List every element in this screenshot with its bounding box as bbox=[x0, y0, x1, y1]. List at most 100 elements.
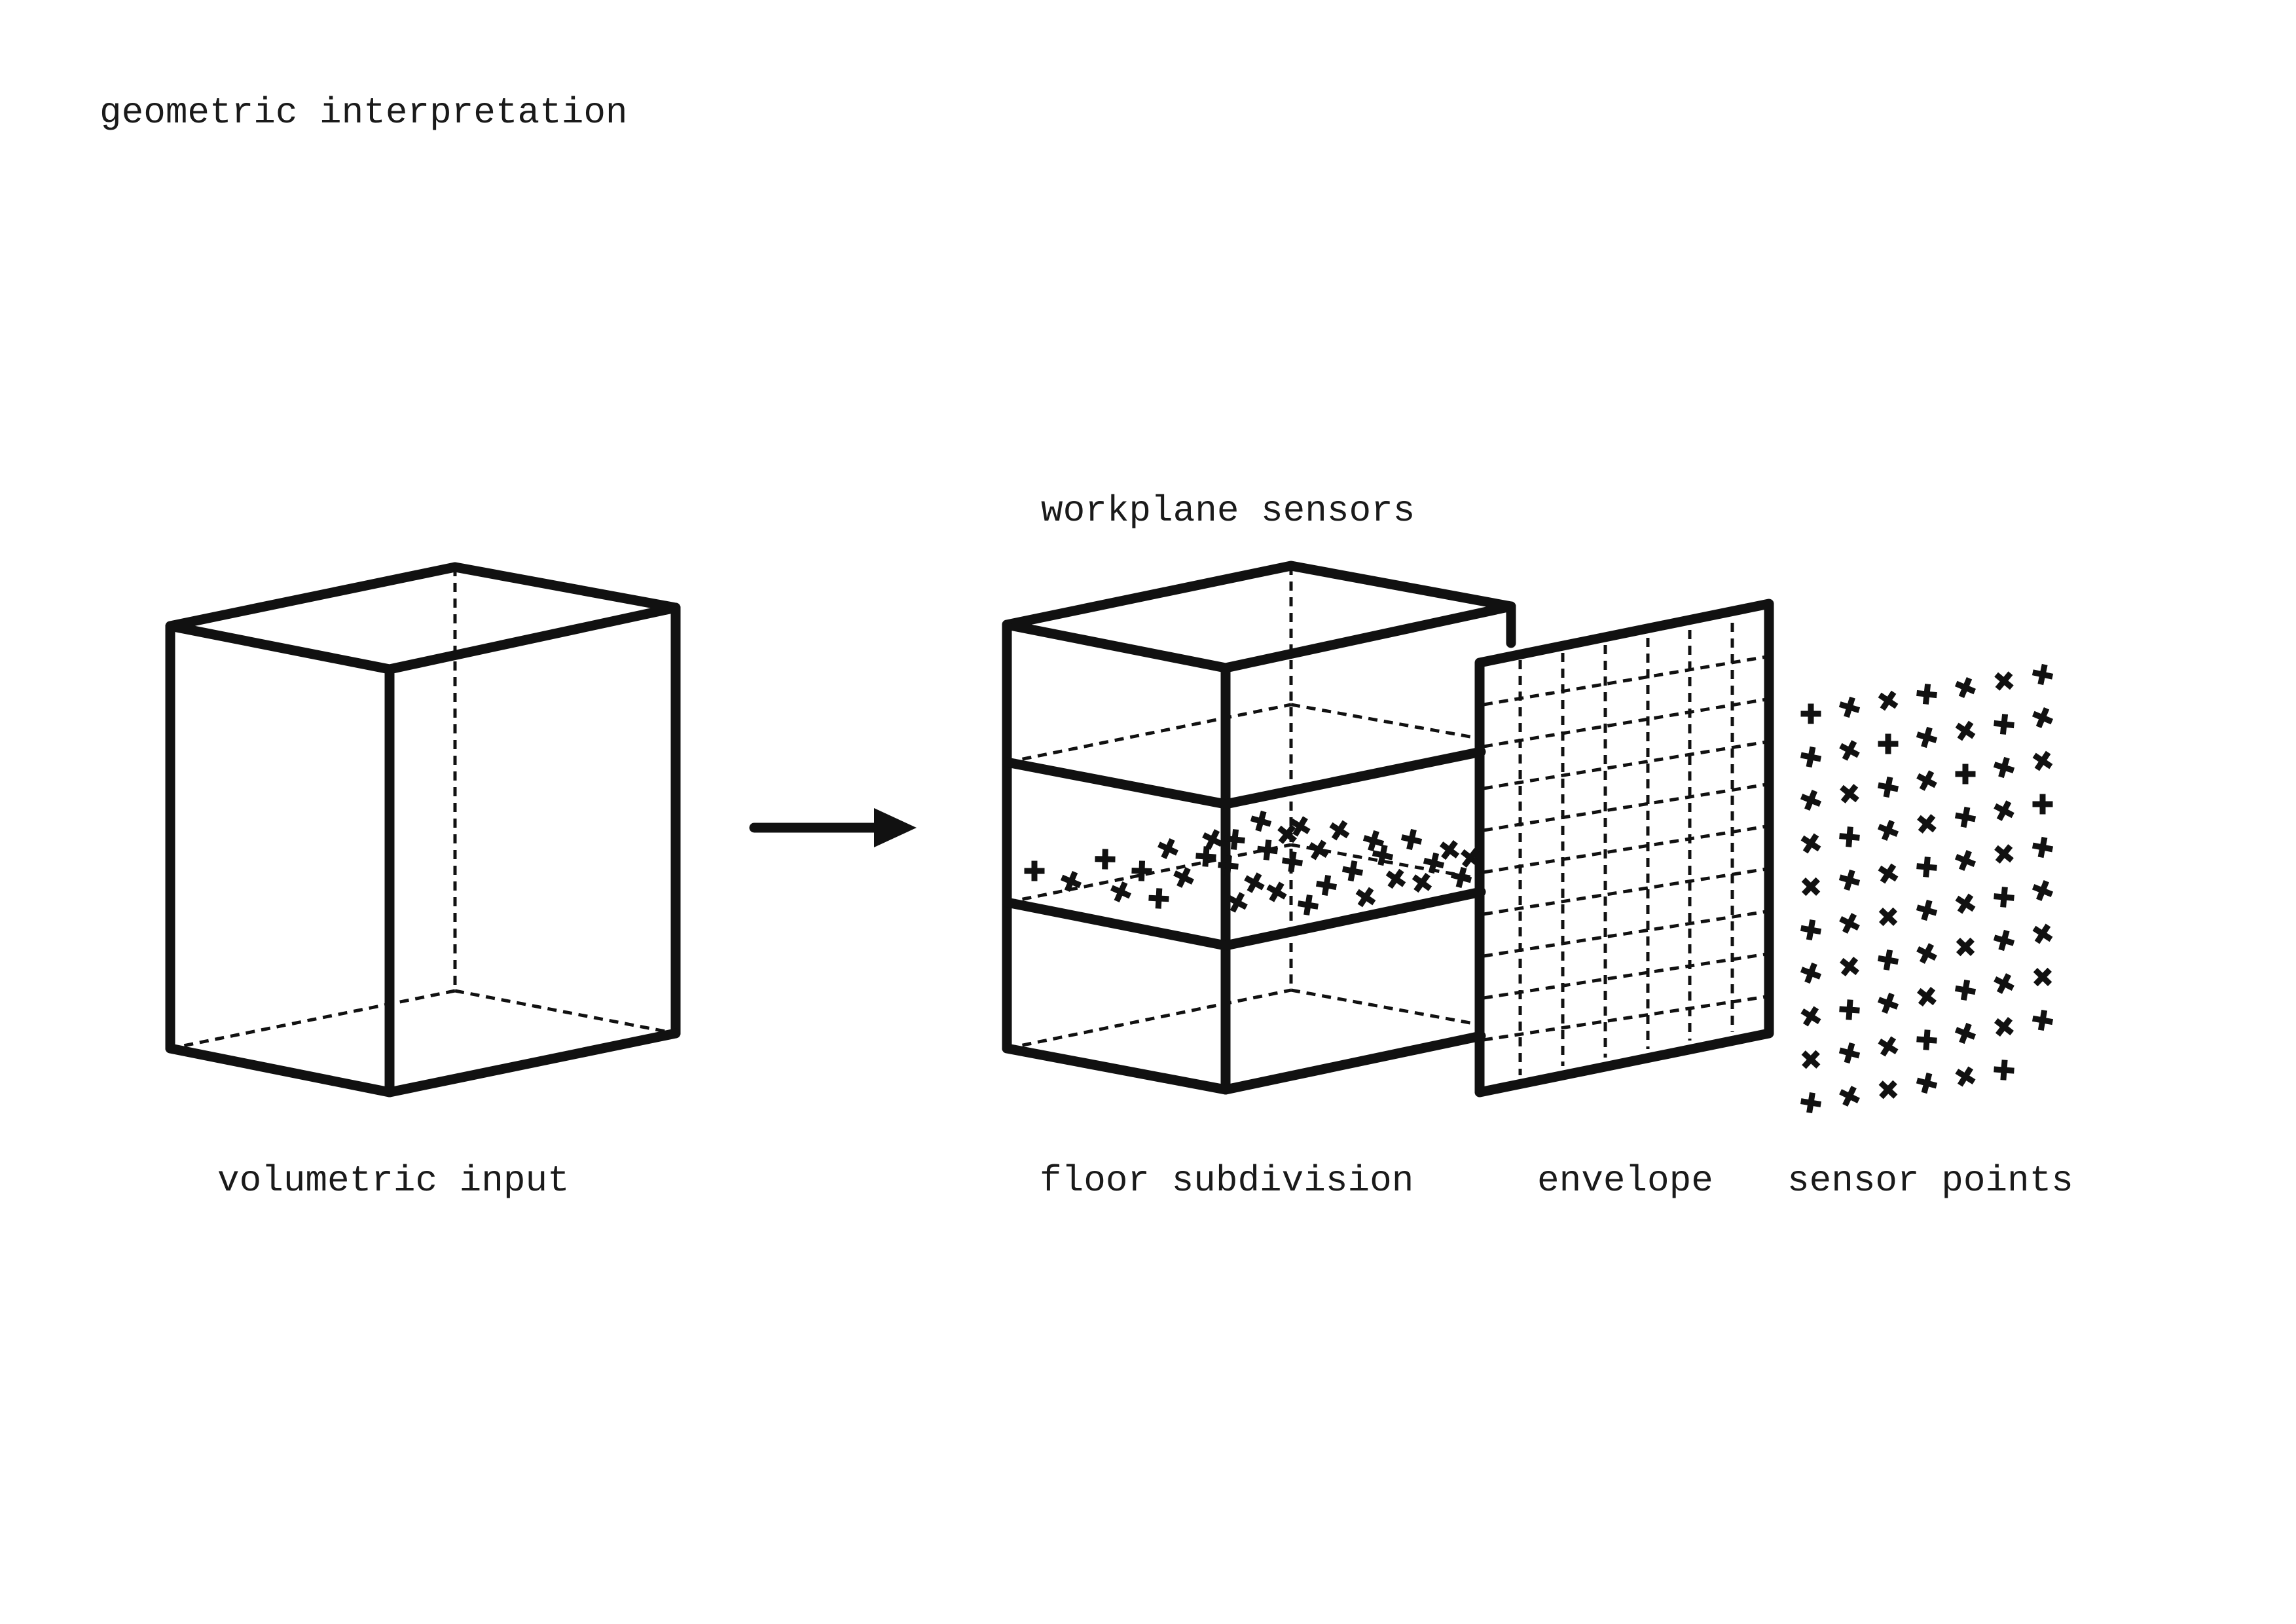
sensor-marker-icon bbox=[1919, 1032, 1934, 1047]
sensor-marker-icon bbox=[1917, 771, 1937, 790]
sensor-marker-icon bbox=[1802, 964, 1820, 982]
sensor-marker-icon bbox=[1203, 830, 1222, 849]
sensor-marker-icon bbox=[1994, 974, 2014, 993]
sensor-marker-icon bbox=[1956, 678, 1975, 697]
sensor-marker-icon bbox=[1412, 873, 1432, 893]
sensor-marker-icon bbox=[1840, 913, 1859, 933]
sensor-marker-icon bbox=[1318, 877, 1334, 893]
sensor-marker-icon bbox=[1098, 852, 1112, 866]
sensor-marker-icon bbox=[1955, 936, 1975, 957]
envelope-panel bbox=[1474, 599, 1774, 1098]
sensor-marker-icon bbox=[1880, 951, 1896, 968]
sensor-marker-icon bbox=[1994, 1017, 2014, 1037]
workplane-sensor-cloud bbox=[1027, 812, 1480, 913]
sensor-marker-icon bbox=[1840, 957, 1860, 977]
sensor-marker-icon bbox=[1995, 931, 2013, 949]
arrow-right-icon bbox=[749, 808, 917, 847]
sensor-marker-icon bbox=[1842, 829, 1857, 845]
sensor-marker-icon bbox=[1840, 741, 1859, 760]
sensor-marker-icon bbox=[1252, 812, 1269, 830]
sensor-marker-icon bbox=[1956, 894, 1975, 913]
sensor-marker-icon bbox=[1996, 716, 2012, 732]
volumetric-input-box bbox=[165, 562, 681, 1098]
sensor-marker-icon bbox=[2034, 666, 2051, 683]
sensor-marker-icon bbox=[1840, 871, 1858, 889]
sensor-marker-icon bbox=[2032, 967, 2052, 987]
sensor-marker-icon bbox=[1364, 832, 1382, 849]
sensor-marker-icon bbox=[1881, 737, 1895, 751]
sensor-marker-icon bbox=[1956, 1024, 1975, 1043]
sensor-marker-icon bbox=[1878, 906, 1898, 927]
sensor-marker-icon bbox=[1956, 721, 1976, 741]
sensor-marker-icon bbox=[1956, 851, 1975, 870]
sensor-marker-icon bbox=[1801, 1006, 1821, 1026]
sensor-marker-icon bbox=[1330, 821, 1349, 840]
sensor-marker-icon bbox=[1344, 862, 1361, 879]
sensor-marker-icon bbox=[1917, 814, 1937, 834]
sensor-marker-icon bbox=[1878, 864, 1898, 883]
label-workplane-sensors: workplane sensors bbox=[1041, 490, 1415, 532]
sensor-marker-icon bbox=[1802, 791, 1821, 810]
sensor-marker-icon bbox=[1880, 779, 1897, 796]
sensor-marker-icon bbox=[1174, 868, 1193, 887]
sensor-marker-icon bbox=[1956, 1067, 1975, 1086]
sensor-marker-icon bbox=[1403, 831, 1420, 848]
sensor-marker-icon bbox=[1841, 1044, 1859, 1062]
sensor-marker-icon bbox=[1285, 854, 1301, 870]
floor-subdivision-box bbox=[1002, 561, 1516, 1095]
sensor-marker-icon bbox=[1260, 842, 1276, 858]
sensor-marker-icon bbox=[1453, 869, 1470, 887]
sensor-marker-icon bbox=[1919, 859, 1935, 875]
sensor-marker-icon bbox=[1245, 873, 1264, 893]
sensor-marker-icon bbox=[1111, 882, 1130, 901]
sensor-marker-icon bbox=[1425, 855, 1443, 872]
sensor-marker-icon bbox=[2034, 839, 2051, 856]
sensor-marker-icon bbox=[2033, 751, 2053, 771]
sensor-marker-icon bbox=[2033, 709, 2052, 728]
sensor-marker-icon bbox=[2035, 797, 2050, 811]
sensor-marker-icon bbox=[1267, 882, 1286, 902]
sensor-marker-icon bbox=[1918, 728, 1935, 746]
sensor-marker-icon bbox=[1996, 889, 2012, 905]
sensor-marker-icon bbox=[1158, 839, 1177, 858]
diagram-title: geometric interpretation bbox=[100, 92, 628, 134]
sensor-marker-icon bbox=[1957, 809, 1974, 826]
sensor-marker-icon bbox=[1356, 887, 1376, 908]
sensor-marker-icon bbox=[1957, 982, 1973, 998]
sensor-marker-icon bbox=[1918, 901, 1935, 919]
sensor-marker-icon bbox=[1800, 1049, 1821, 1069]
sensor-points-grid bbox=[1800, 666, 2052, 1111]
sensor-marker-icon bbox=[1802, 748, 1819, 766]
sensor-marker-icon bbox=[1996, 1062, 2011, 1077]
sensor-marker-icon bbox=[1840, 784, 1860, 804]
sensor-marker-icon bbox=[1027, 864, 1042, 878]
sensor-marker-icon bbox=[1842, 1002, 1857, 1017]
sensor-marker-icon bbox=[1878, 1037, 1898, 1056]
sensor-marker-icon bbox=[1917, 987, 1937, 1007]
sensor-marker-icon bbox=[1801, 834, 1821, 853]
sensor-marker-icon bbox=[1879, 821, 1898, 840]
sensor-marker-icon bbox=[2033, 924, 2052, 944]
sensor-marker-icon bbox=[1919, 686, 1935, 702]
label-floor-subdivision: floor subdivision bbox=[1040, 1160, 1414, 1202]
sensor-marker-icon bbox=[1879, 994, 1897, 1012]
sensor-marker-icon bbox=[1802, 921, 1819, 938]
sensor-marker-icon bbox=[1062, 872, 1081, 891]
sensor-marker-icon bbox=[2033, 881, 2052, 900]
sensor-marker-icon bbox=[1300, 896, 1316, 913]
sensor-marker-icon bbox=[1800, 876, 1821, 896]
sensor-marker-icon bbox=[1994, 844, 2014, 864]
sensor-marker-icon bbox=[1994, 801, 2014, 821]
sensor-marker-icon bbox=[2034, 1012, 2050, 1028]
label-envelope: envelope bbox=[1537, 1160, 1713, 1202]
sensor-marker-icon bbox=[1804, 707, 1818, 721]
label-sensor-points: sensor points bbox=[1787, 1160, 2073, 1202]
sensor-marker-icon bbox=[1840, 698, 1858, 716]
sensor-marker-icon bbox=[1386, 869, 1406, 889]
sensor-marker-icon bbox=[1228, 893, 1247, 912]
sensor-marker-icon bbox=[1958, 767, 1973, 781]
sensor-marker-icon bbox=[1917, 944, 1937, 963]
sensor-marker-icon bbox=[1440, 840, 1460, 860]
